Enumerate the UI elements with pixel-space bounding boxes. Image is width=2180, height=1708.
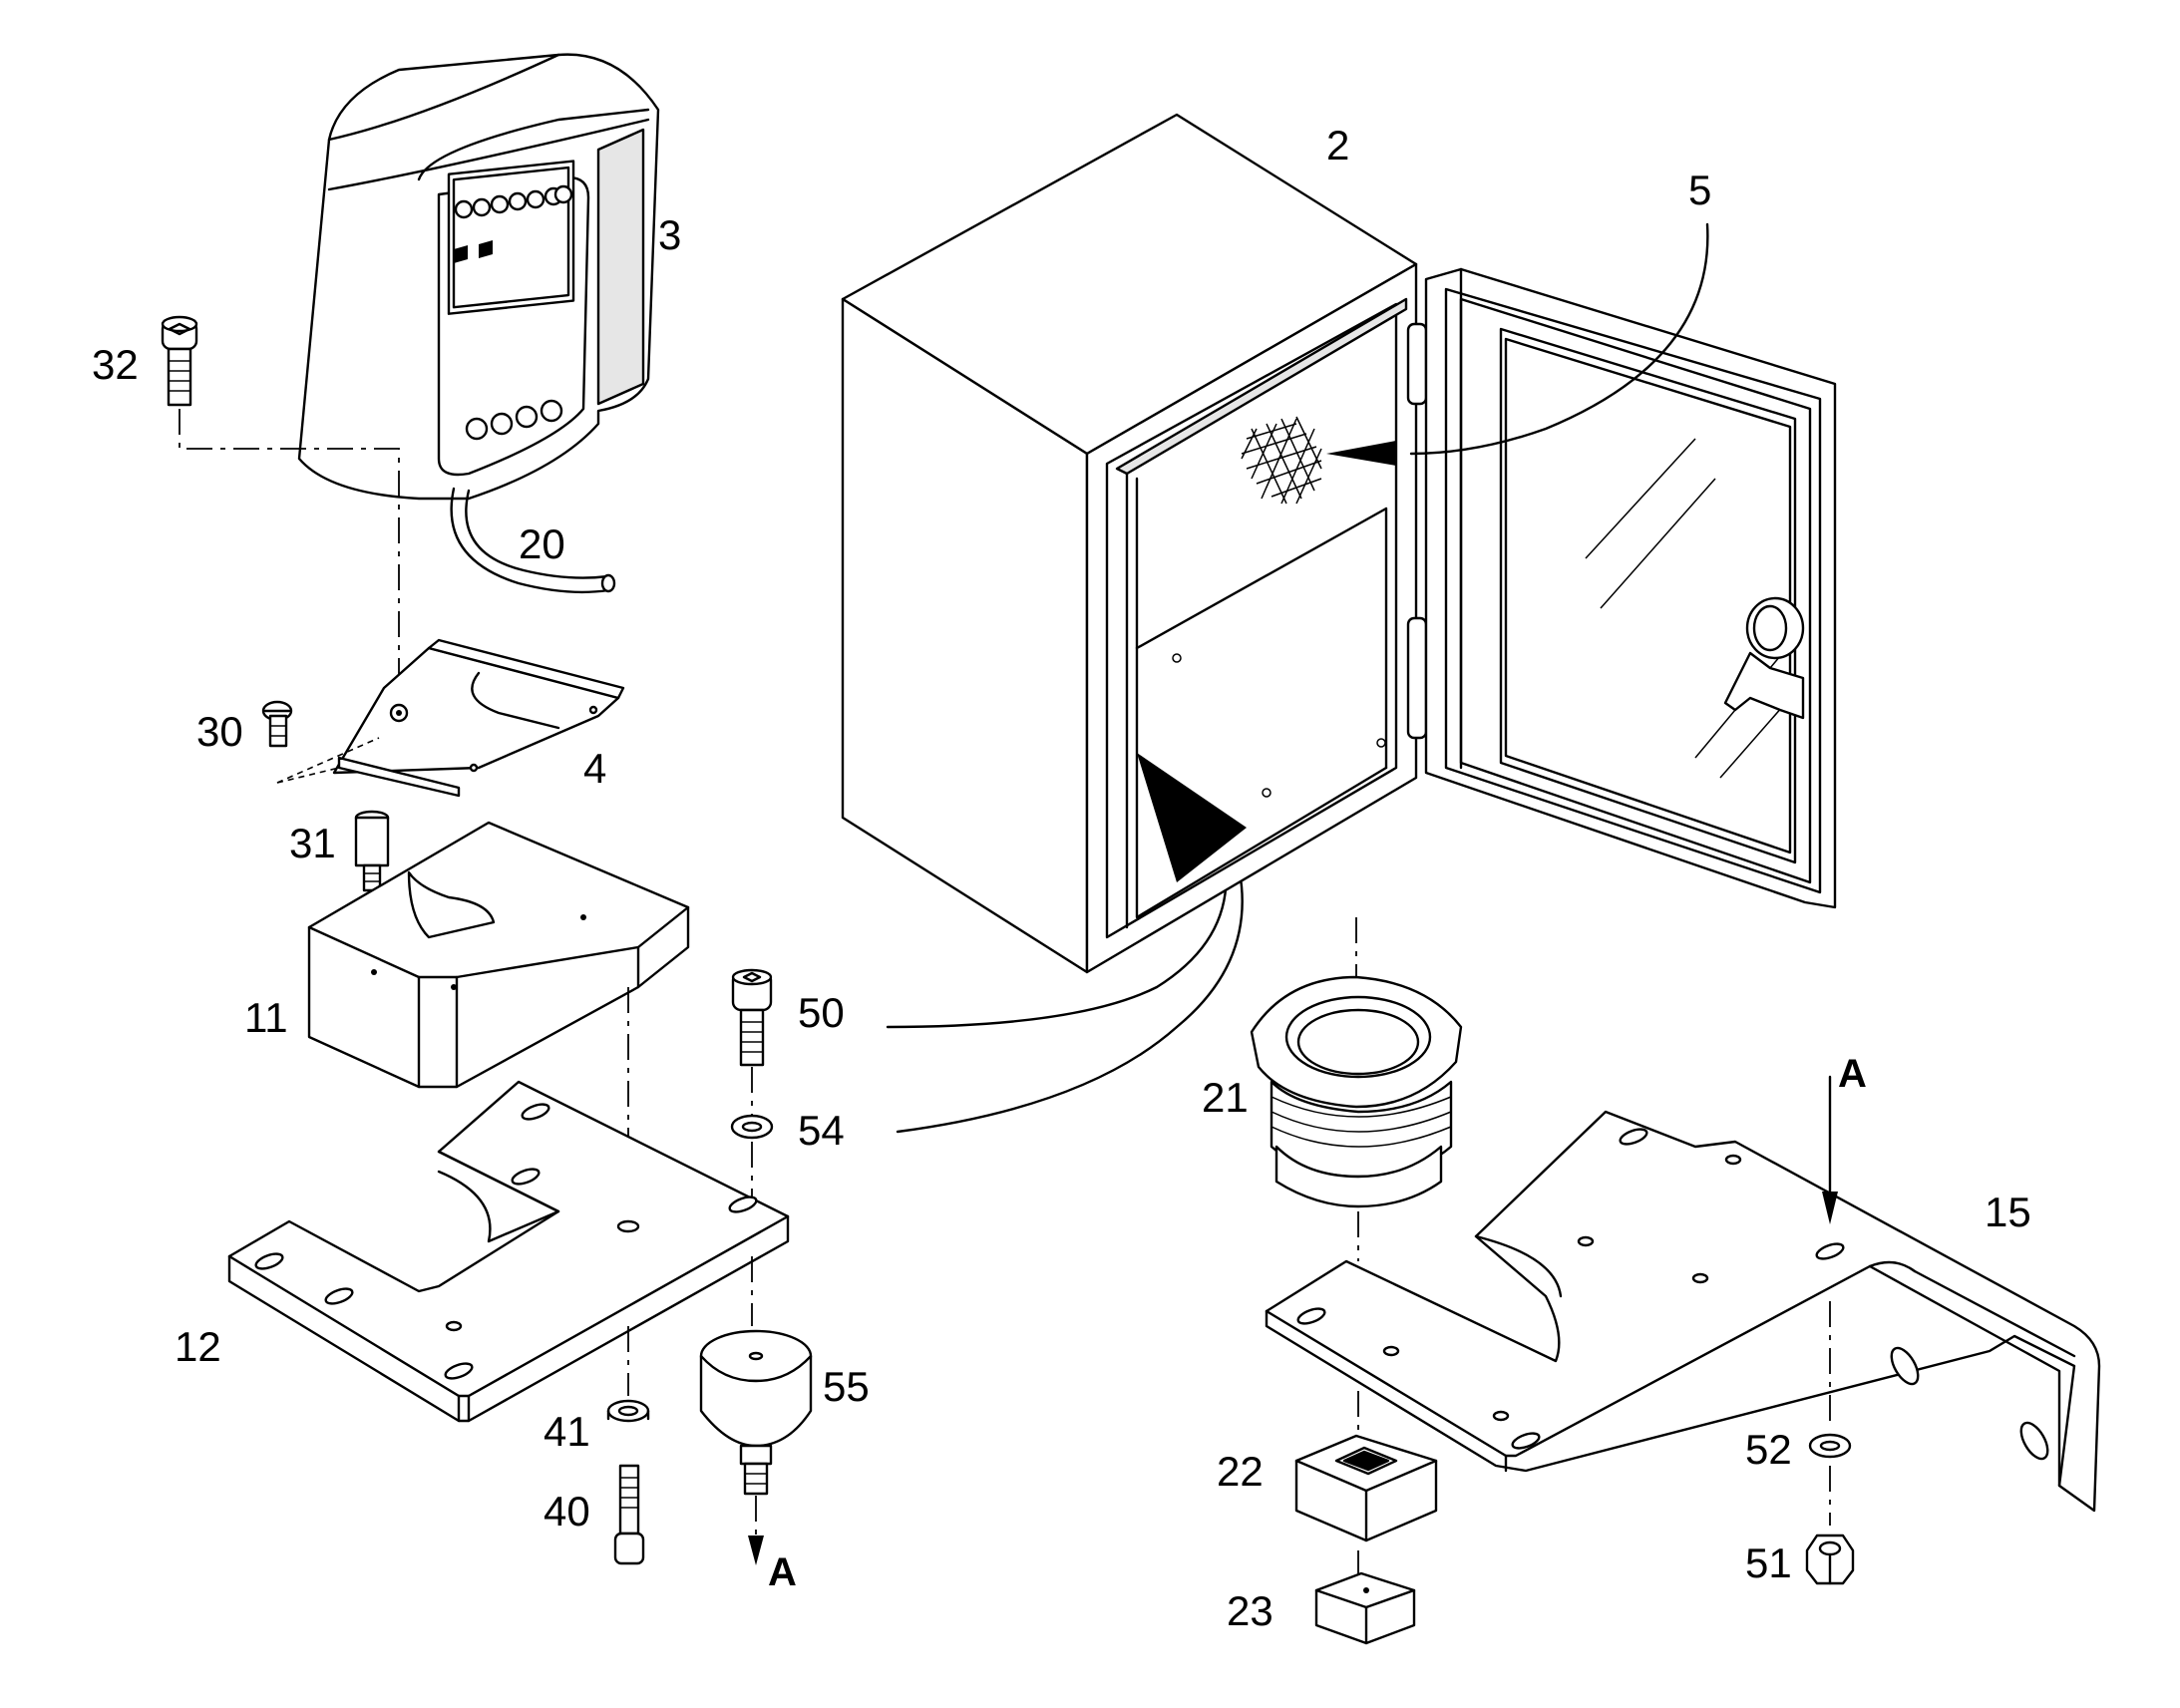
part-label-11: 11 [244, 994, 288, 1041]
terminal-buttons-top [454, 184, 573, 263]
part-label-32: 32 [92, 341, 139, 388]
damper-55: 55 [699, 1329, 870, 1496]
bushing-22: 22 [1217, 1434, 1438, 1542]
terminal-buttons-bottom [465, 399, 563, 441]
part-label-50: 50 [798, 989, 845, 1036]
part-label-23: 23 [1227, 1587, 1273, 1634]
vent-mesh [1241, 416, 1322, 505]
base-plate-12: 12 [175, 1080, 790, 1423]
screw-32: 32 [92, 315, 198, 407]
bracket-plate-4: 4 [332, 638, 625, 798]
cable-gland-21: 21 [1202, 917, 1463, 1208]
cable [450, 487, 610, 594]
part-label-12: 12 [175, 1323, 221, 1370]
part-label-22: 22 [1217, 1448, 1264, 1495]
part-label-20: 20 [519, 520, 565, 567]
screw-30: 30 [196, 700, 293, 755]
slot-holes [254, 1103, 758, 1380]
part-label-21: 21 [1202, 1074, 1249, 1121]
angle-bracket-15: 15 [1265, 1110, 2101, 1513]
screw-40: 40 [544, 1464, 645, 1565]
part-label-15: 15 [1985, 1189, 2031, 1235]
section-mark-bottom: A [768, 1550, 797, 1594]
part-label-55: 55 [823, 1363, 870, 1410]
part-label-30: 30 [196, 708, 243, 755]
display-terminal: 3 20 [297, 53, 681, 594]
part-label-2: 2 [1326, 122, 1349, 169]
nut-51: 51 [1745, 1534, 1855, 1586]
washer-41: 41 [544, 1399, 650, 1455]
cap-23: 23 [1227, 1571, 1416, 1645]
part-label-51: 51 [1745, 1539, 1792, 1586]
pointer-5: 5 [1326, 167, 1711, 466]
cabinet-2: 2 [841, 113, 1837, 974]
screw-50: 50 [731, 968, 845, 1067]
spacer-31: 31 [289, 810, 390, 892]
washer-52: 52 [1745, 1426, 1852, 1473]
section-mark-top: A [1838, 1052, 1867, 1096]
location-arrow-head [1137, 753, 1247, 882]
bracket-holes [1296, 1128, 2049, 1461]
part-label-54: 54 [798, 1107, 845, 1154]
adapter-block-11: 11 [244, 821, 690, 1089]
part-label-40: 40 [544, 1488, 590, 1535]
washer-54: 54 [730, 1107, 845, 1154]
part-label-4: 4 [583, 745, 606, 792]
part-label-5: 5 [1688, 167, 1711, 213]
part-label-41: 41 [544, 1408, 590, 1455]
part-label-3: 3 [658, 211, 681, 258]
part-label-52: 52 [1745, 1426, 1792, 1473]
part-label-31: 31 [289, 820, 336, 866]
